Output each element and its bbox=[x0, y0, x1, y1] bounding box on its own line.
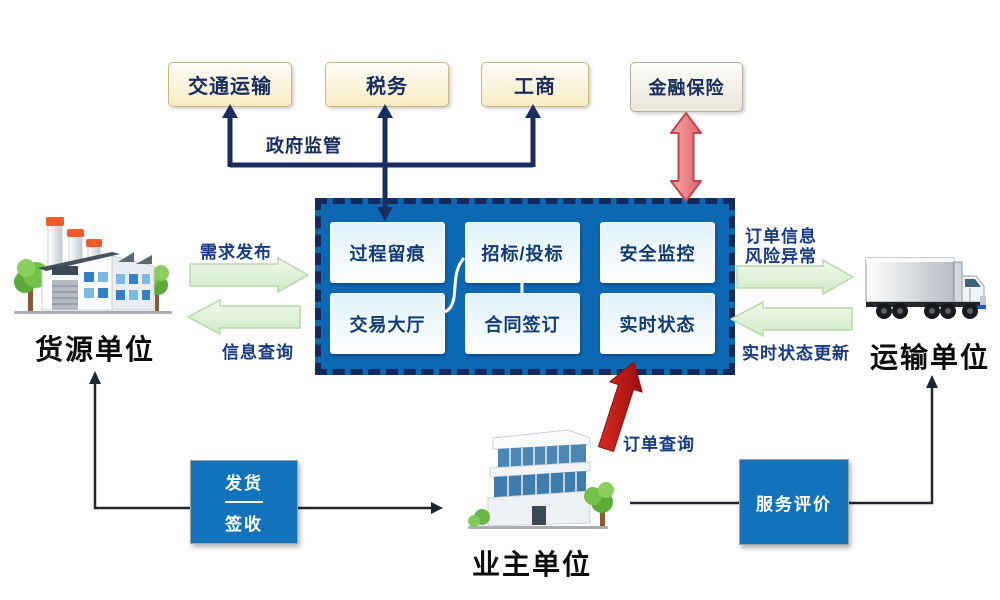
arrowhead-up-to-cargo-source bbox=[89, 371, 101, 384]
platform-core-box: 过程留痕 招标/投标 安全监控 交易大厅 合同签订 实时状态 bbox=[315, 198, 735, 375]
office-building-icon bbox=[468, 429, 614, 529]
risk-abnormal-label: 风险异常 bbox=[745, 247, 817, 266]
demand-publish-label: 需求发布 bbox=[200, 243, 272, 262]
gov-box-tax: 税务 bbox=[325, 62, 449, 107]
sign-receive-label: 签收 bbox=[225, 515, 263, 534]
module-safety-monitoring: 安全监控 bbox=[600, 222, 715, 283]
info-query-arrow bbox=[186, 298, 301, 336]
finance-insurance-box: 金融保险 bbox=[630, 62, 743, 112]
gov-box-industry-commerce: 工商 bbox=[481, 62, 589, 107]
ship-receive-box: 发货 签收 bbox=[190, 460, 298, 544]
owner-label: 业主单位 bbox=[471, 549, 592, 580]
finance-insurance-label: 金融保险 bbox=[648, 78, 725, 98]
ship-label: 发货 bbox=[225, 474, 263, 493]
gov-box-industry-commerce-label: 工商 bbox=[514, 76, 556, 98]
module-contract-signing: 合同签订 bbox=[465, 293, 580, 354]
service-evaluation-label: 服务评价 bbox=[756, 494, 832, 514]
module-bidding: 招标/投标 bbox=[465, 222, 580, 283]
info-query-label: 信息查询 bbox=[222, 343, 294, 362]
service-evaluation-box: 服务评价 bbox=[739, 459, 849, 545]
demand-publish-arrow bbox=[189, 256, 310, 294]
gov-box-transportation: 交通运输 bbox=[168, 62, 292, 107]
realtime-update-label: 实时状态更新 bbox=[742, 344, 850, 363]
module-process-trace: 过程留痕 bbox=[330, 222, 445, 283]
module-realtime-status: 实时状态 bbox=[600, 293, 715, 354]
gov-box-transportation-label: 交通运输 bbox=[188, 76, 272, 98]
government-supervision-label: 政府监管 bbox=[266, 136, 342, 156]
ship-receive-divider bbox=[225, 501, 263, 503]
module-realtime-status-label: 实时状态 bbox=[619, 314, 696, 335]
transporter-label: 运输单位 bbox=[869, 342, 990, 373]
finance-link-arrow bbox=[670, 112, 702, 202]
cargo-source-label: 货源单位 bbox=[34, 334, 155, 365]
truck-icon bbox=[865, 257, 986, 319]
arrowhead-up-to-transporter bbox=[926, 375, 938, 388]
module-process-trace-label: 过程留痕 bbox=[349, 243, 426, 264]
module-trading-hall-label: 交易大厅 bbox=[349, 314, 426, 335]
module-bidding-label: 招标/投标 bbox=[481, 243, 564, 264]
factory-icon bbox=[14, 217, 172, 314]
order-info-label: 订单信息 bbox=[745, 227, 817, 246]
gov-box-tax-label: 税务 bbox=[366, 76, 408, 98]
realtime-update-arrow bbox=[729, 300, 853, 338]
government-supervision-connector bbox=[227, 114, 536, 211]
module-safety-monitoring-label: 安全监控 bbox=[619, 243, 696, 264]
module-trading-hall: 交易大厅 bbox=[330, 293, 445, 354]
order-query-label: 订单查询 bbox=[623, 435, 695, 454]
module-contract-signing-label: 合同签订 bbox=[484, 314, 561, 335]
